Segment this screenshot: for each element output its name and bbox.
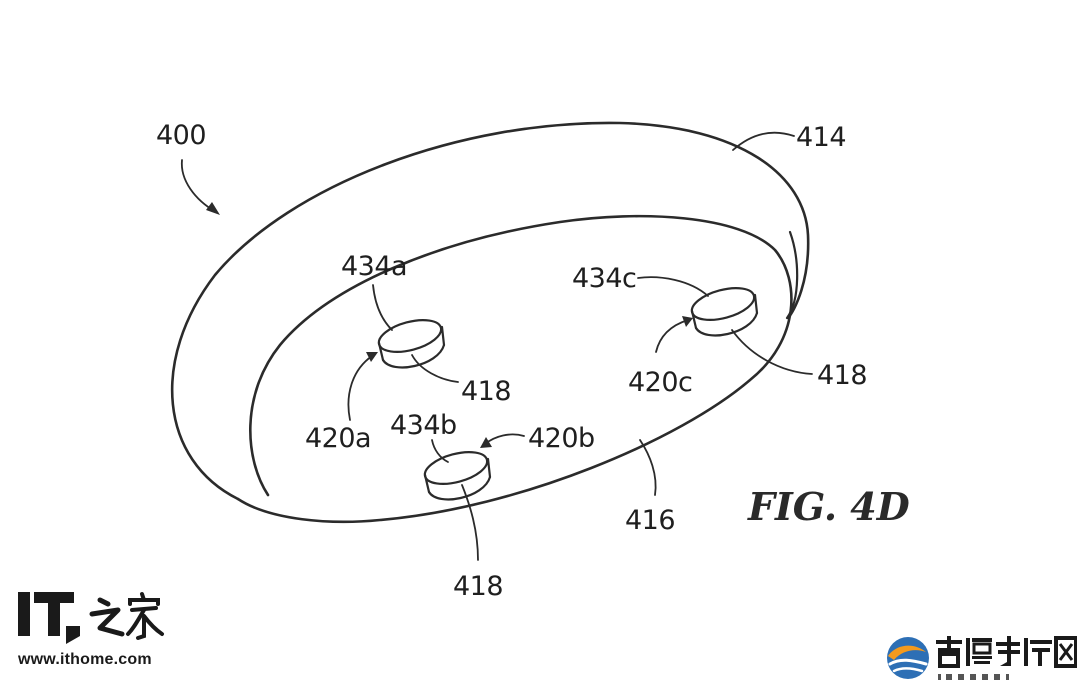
label-434b: 434b [390,410,457,441]
outer-rim-outline [170,121,810,501]
leader-434c [637,276,709,297]
leader-416 [639,439,657,496]
inner-surface-outline [236,214,793,524]
button-420c [690,287,759,337]
leader-420b [484,433,525,445]
label-400: 400 [156,120,206,151]
label-434c: 434c [572,263,636,294]
leader-420c [655,319,689,353]
label-420b: 420b [528,423,595,454]
leader-414 [732,131,795,151]
button-420b [423,451,492,501]
label-420a: 420a [305,423,371,454]
label-420c: 420c [628,367,692,398]
figure-title: FIG. 4D [747,484,910,529]
ithome-logo [18,592,164,644]
jd-logo [887,636,1077,680]
leader-434a [372,284,393,331]
leader-418c [731,329,813,375]
ithome-url: www.ithome.com [18,651,152,668]
leader-434b [431,439,449,463]
label-434a: 434a [341,251,407,282]
label-418c: 418 [817,360,867,391]
label-414: 414 [796,122,846,153]
label-418b: 418 [453,571,503,602]
label-416: 416 [625,505,675,536]
leader-420a [347,355,373,421]
leader-418b [461,484,479,561]
leader-418a [411,354,459,383]
button-420a [377,319,446,369]
label-418a: 418 [461,376,511,407]
